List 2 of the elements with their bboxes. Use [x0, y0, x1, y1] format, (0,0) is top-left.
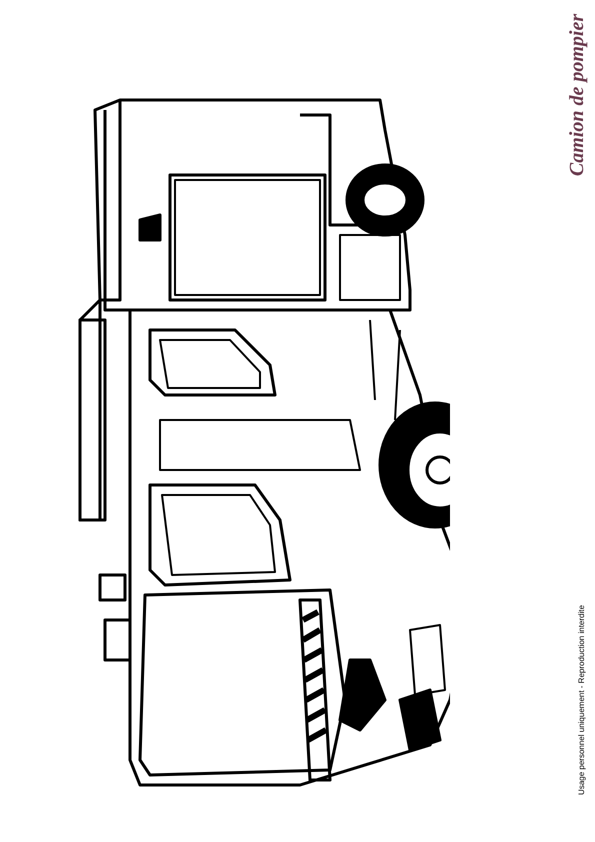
copyright-note: Usage personnel uniquement - Reproduction interdite [576, 605, 587, 795]
title: Camion de pompier [565, 14, 589, 176]
